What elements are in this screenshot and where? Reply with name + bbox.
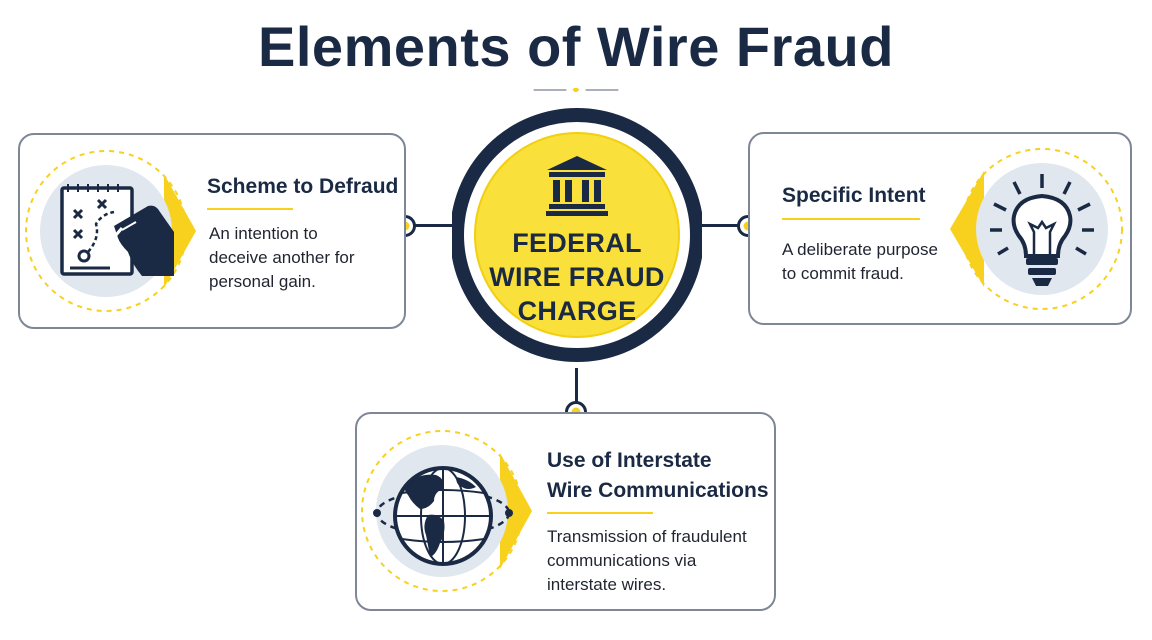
scheme-description-1: An intention to <box>209 224 318 243</box>
wire-title-2: Wire Communications <box>547 479 769 502</box>
globe-icon <box>373 466 513 566</box>
wire-description-1: Transmission of fraudulent <box>547 527 747 546</box>
center-label-2: WIRE FRAUD <box>489 262 665 292</box>
intent-description-1: A deliberate purpose <box>782 240 938 259</box>
center-label-3: CHARGE <box>517 296 637 326</box>
wire-title-underline <box>547 512 653 514</box>
scheme-description-2: deceive another for <box>209 248 355 267</box>
strategy-plan-icon <box>60 184 174 276</box>
center-label-1: FEDERAL <box>512 228 642 258</box>
connector-right <box>688 224 748 227</box>
connector-bottom <box>575 368 578 412</box>
intent-title: Specific Intent <box>782 184 926 207</box>
connector-left <box>406 224 466 227</box>
wire-title-1: Use of Interstate <box>547 449 712 472</box>
intent-description-2: to commit fraud. <box>782 264 904 283</box>
wire-description-3: interstate wires. <box>547 575 667 594</box>
wire-description-2: communications via <box>547 551 697 570</box>
page-title: Elements of Wire Fraud <box>258 15 894 78</box>
scheme-title: Scheme to Defraud <box>207 175 399 198</box>
courthouse-icon <box>546 156 608 216</box>
scheme-title-underline <box>207 208 293 210</box>
lightbulb-icon <box>990 174 1094 286</box>
center-badge <box>452 108 702 362</box>
intent-title-underline <box>782 218 920 220</box>
scheme-description-3: personal gain. <box>209 272 316 291</box>
title-divider <box>533 88 619 92</box>
